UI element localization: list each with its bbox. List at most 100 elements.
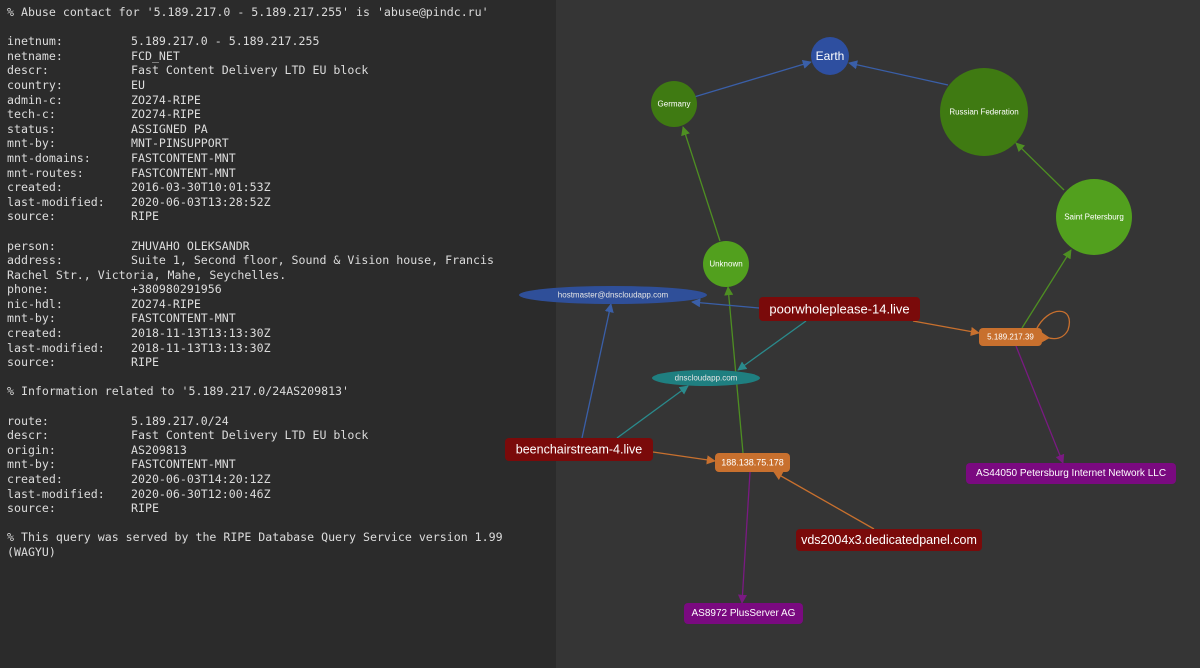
graph-node-dnscloud[interactable]: dnscloudapp.com bbox=[652, 370, 760, 386]
whois-field-key: created: bbox=[7, 472, 63, 486]
whois-field: admin-c:ZO274-RIPE bbox=[7, 93, 556, 108]
whois-field-value: AS209813 bbox=[131, 442, 187, 457]
graph-node-shape[interactable] bbox=[715, 453, 790, 472]
graph-node-unknown[interactable]: Unknown bbox=[703, 241, 749, 287]
graph-node-spb[interactable]: Saint Petersburg bbox=[1056, 179, 1132, 255]
whois-field: status: ASSIGNED PA bbox=[7, 122, 556, 137]
graph-node-label: Earth bbox=[816, 49, 845, 63]
whois-field: phone:+380980291956 bbox=[7, 282, 556, 297]
whois-field: created:2016-03-30T10:01:53Z bbox=[7, 180, 556, 195]
whois-field: last-modified: 2020-06-30T12:00:46Z bbox=[7, 487, 556, 502]
graph-node-label: vds2004x3.dedicatedpanel.com bbox=[801, 533, 977, 547]
whois-field-key: phone: bbox=[7, 282, 49, 297]
graph-node-shape[interactable] bbox=[979, 328, 1042, 346]
graph-node-label: Saint Petersburg bbox=[1064, 213, 1124, 222]
whois-field-value: 2020-06-30T12:00:46Z bbox=[131, 486, 271, 501]
graph-node-shape[interactable] bbox=[966, 463, 1176, 484]
whois-field-value: RIPE bbox=[131, 209, 159, 224]
whois-field-value: ASSIGNED PA bbox=[131, 121, 208, 136]
whois-field-key: descr: bbox=[7, 63, 49, 78]
graph-node-shape[interactable] bbox=[505, 438, 653, 461]
whois-field-key: origin: bbox=[7, 442, 56, 457]
graph-node-label: poorwholeplease-14.live bbox=[769, 302, 909, 317]
whois-field: mnt-routes:FASTCONTENT-MNT bbox=[7, 166, 556, 181]
whois-field: country: EU bbox=[7, 78, 556, 93]
whois-field-value: ZHUVAHO OLEKSANDR bbox=[131, 238, 250, 253]
blank-line bbox=[7, 516, 556, 531]
graph-node-beenchair[interactable]: beenchairstream-4.live bbox=[505, 438, 653, 461]
whois-field: last-modified: 2020-06-03T13:28:52Z bbox=[7, 195, 556, 210]
graph-node-earth[interactable]: Earth bbox=[811, 37, 849, 75]
graph-node-label: Germany bbox=[658, 100, 691, 109]
whois-field-key: created: bbox=[7, 326, 63, 341]
graph-node-shape[interactable] bbox=[651, 81, 697, 127]
whois-field: source:RIPE bbox=[7, 209, 556, 224]
graph-node-shape[interactable] bbox=[940, 68, 1028, 156]
graph-edge-unknown-germany bbox=[681, 126, 721, 242]
whois-field-key: mnt-by: bbox=[7, 136, 56, 151]
whois-field-key: mnt-by: bbox=[7, 311, 56, 326]
whois-field-key: netname: bbox=[7, 48, 63, 63]
whois-field-key: inetnum: bbox=[7, 34, 63, 49]
whois-field-value: RIPE bbox=[131, 355, 159, 370]
whois-field-key: country: bbox=[7, 77, 63, 92]
blank-line bbox=[7, 20, 556, 35]
whois-field-value: 5.189.217.0 - 5.189.217.255 bbox=[131, 34, 320, 49]
graph-edge-ip2-unknown bbox=[724, 286, 744, 454]
whois-field-key: status: bbox=[7, 121, 56, 136]
graph-node-as44050[interactable]: AS44050 Petersburg Internet Network LLC bbox=[966, 463, 1176, 484]
graph-node-shape[interactable] bbox=[519, 286, 707, 304]
graph-node-shape[interactable] bbox=[703, 241, 749, 287]
whois-comment: % Information related to '5.189.217.0/24… bbox=[7, 384, 350, 399]
whois-field-key: mnt-routes: bbox=[7, 165, 84, 180]
graph-node-label: 5.189.217.39 bbox=[987, 333, 1034, 342]
whois-comment: % Abuse contact for '5.189.217.0 - 5.189… bbox=[7, 5, 489, 19]
graph-node-label: AS44050 Petersburg Internet Network LLC bbox=[976, 468, 1166, 479]
whois-field-value: 5.189.217.0/24 bbox=[131, 413, 229, 428]
whois-field: inetnum: 5.189.217.0 - 5.189.217.255 bbox=[7, 34, 556, 49]
whois-field-value: Fast Content Delivery LTD EU block bbox=[131, 428, 369, 443]
graph-node-hostmaster[interactable]: hostmaster@dnscloudapp.com bbox=[519, 286, 707, 304]
graph-node-shape[interactable] bbox=[759, 297, 920, 321]
graph-node-label: 188.138.75.178 bbox=[721, 458, 784, 468]
graph-node-russia[interactable]: Russian Federation bbox=[940, 68, 1028, 156]
whois-field-value: RIPE bbox=[131, 501, 159, 516]
graph-edge-vds-ip2 bbox=[773, 471, 875, 530]
graph-edge-poorwhole-hostmaster bbox=[691, 298, 760, 309]
blank-line bbox=[7, 399, 556, 414]
graph-node-shape[interactable] bbox=[1056, 179, 1132, 255]
graph-node-poorwhole[interactable]: poorwholeplease-14.live bbox=[759, 297, 920, 321]
graph-node-vds[interactable]: vds2004x3.dedicatedpanel.com bbox=[796, 529, 982, 551]
graph-node-germany[interactable]: Germany bbox=[651, 81, 697, 127]
whois-field-key: last-modified: bbox=[7, 194, 105, 209]
graph-edge-beenchair-ip2 bbox=[652, 451, 716, 465]
whois-field-key: mnt-by: bbox=[7, 457, 56, 472]
whois-field: created:2020-06-03T14:20:12Z bbox=[7, 472, 556, 487]
whois-field-value: 2020-06-03T13:28:52Z bbox=[131, 194, 271, 209]
whois-continuation: Rachel Str., Victoria, Mahe, Seychelles. bbox=[7, 267, 287, 282]
whois-field: route:5.189.217.0/24 bbox=[7, 414, 556, 429]
graph-edge-spb-russia bbox=[1015, 142, 1065, 191]
graph-node-shape[interactable] bbox=[796, 529, 982, 551]
whois-output-panel: % Abuse contact for '5.189.217.0 - 5.189… bbox=[0, 0, 556, 668]
graph-node-shape[interactable] bbox=[652, 370, 760, 386]
whois-field-value: EU bbox=[131, 77, 145, 92]
whois-field-key: descr: bbox=[7, 428, 49, 443]
graph-node-shape[interactable] bbox=[684, 603, 803, 624]
whois-field-value: FCD_NET bbox=[131, 48, 180, 63]
graph-node-as8972[interactable]: AS8972 PlusServer AG bbox=[684, 603, 803, 624]
whois-field-key: last-modified: bbox=[7, 486, 105, 501]
graph-node-ip1[interactable]: 5.189.217.39 bbox=[979, 328, 1042, 346]
whois-field: mnt-domains:FASTCONTENT-MNT bbox=[7, 151, 556, 166]
graph-node-ip2[interactable]: 188.138.75.178 bbox=[715, 453, 790, 472]
whois-field: tech-c:ZO274-RIPE bbox=[7, 107, 556, 122]
graph-node-label: beenchairstream-4.live bbox=[516, 443, 642, 457]
whois-field-key: nic-hdl: bbox=[7, 296, 63, 311]
whois-field-value: 2016-03-30T10:01:53Z bbox=[131, 180, 271, 195]
graph-edge-ip1-ip1 bbox=[1035, 310, 1071, 343]
whois-field: origin: AS209813 bbox=[7, 443, 556, 458]
graph-node-shape[interactable] bbox=[811, 37, 849, 75]
graph-edge-germany-earth bbox=[693, 59, 812, 98]
